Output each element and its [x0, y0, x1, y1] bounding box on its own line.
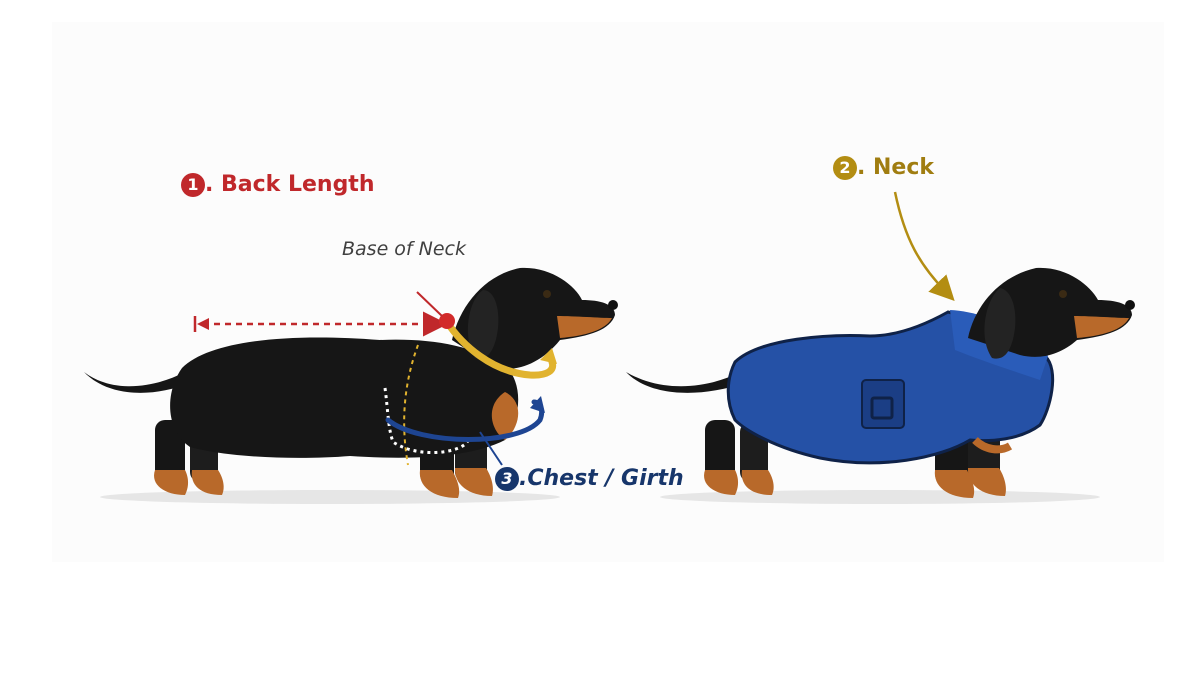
- back-length-start-arrow: [197, 318, 209, 330]
- base-of-neck-label: Base of Neck: [342, 238, 467, 260]
- neck-measure-arrow: [540, 348, 557, 364]
- dachshund-left: [84, 267, 618, 498]
- neck-text: . Neck: [857, 155, 935, 180]
- dachshund-right-with-jacket: [626, 267, 1135, 498]
- back-length-text: . Back Length: [205, 172, 375, 197]
- base-of-neck-dot: [439, 313, 455, 329]
- chest-girth-label: 3 .Chest / Girth: [495, 466, 684, 491]
- step-3-badge: 3: [495, 466, 519, 491]
- neck-pointer-arrow: [893, 191, 955, 302]
- base-of-neck-leader: [416, 291, 443, 317]
- chest-girth-text: .Chest / Girth: [519, 466, 684, 491]
- girth-dotted-outline: [383, 387, 470, 455]
- neck-measure-band: [443, 318, 557, 379]
- step-2-badge: 2: [833, 155, 857, 180]
- chest-dotted-outline: [403, 344, 419, 466]
- chest-leader-line: [479, 431, 503, 466]
- chest-measure-arrow: [530, 396, 545, 413]
- neck-label: 2 . Neck: [833, 155, 934, 180]
- back-length-label: 1 . Back Length: [181, 172, 375, 197]
- step-1-badge: 1: [181, 172, 205, 197]
